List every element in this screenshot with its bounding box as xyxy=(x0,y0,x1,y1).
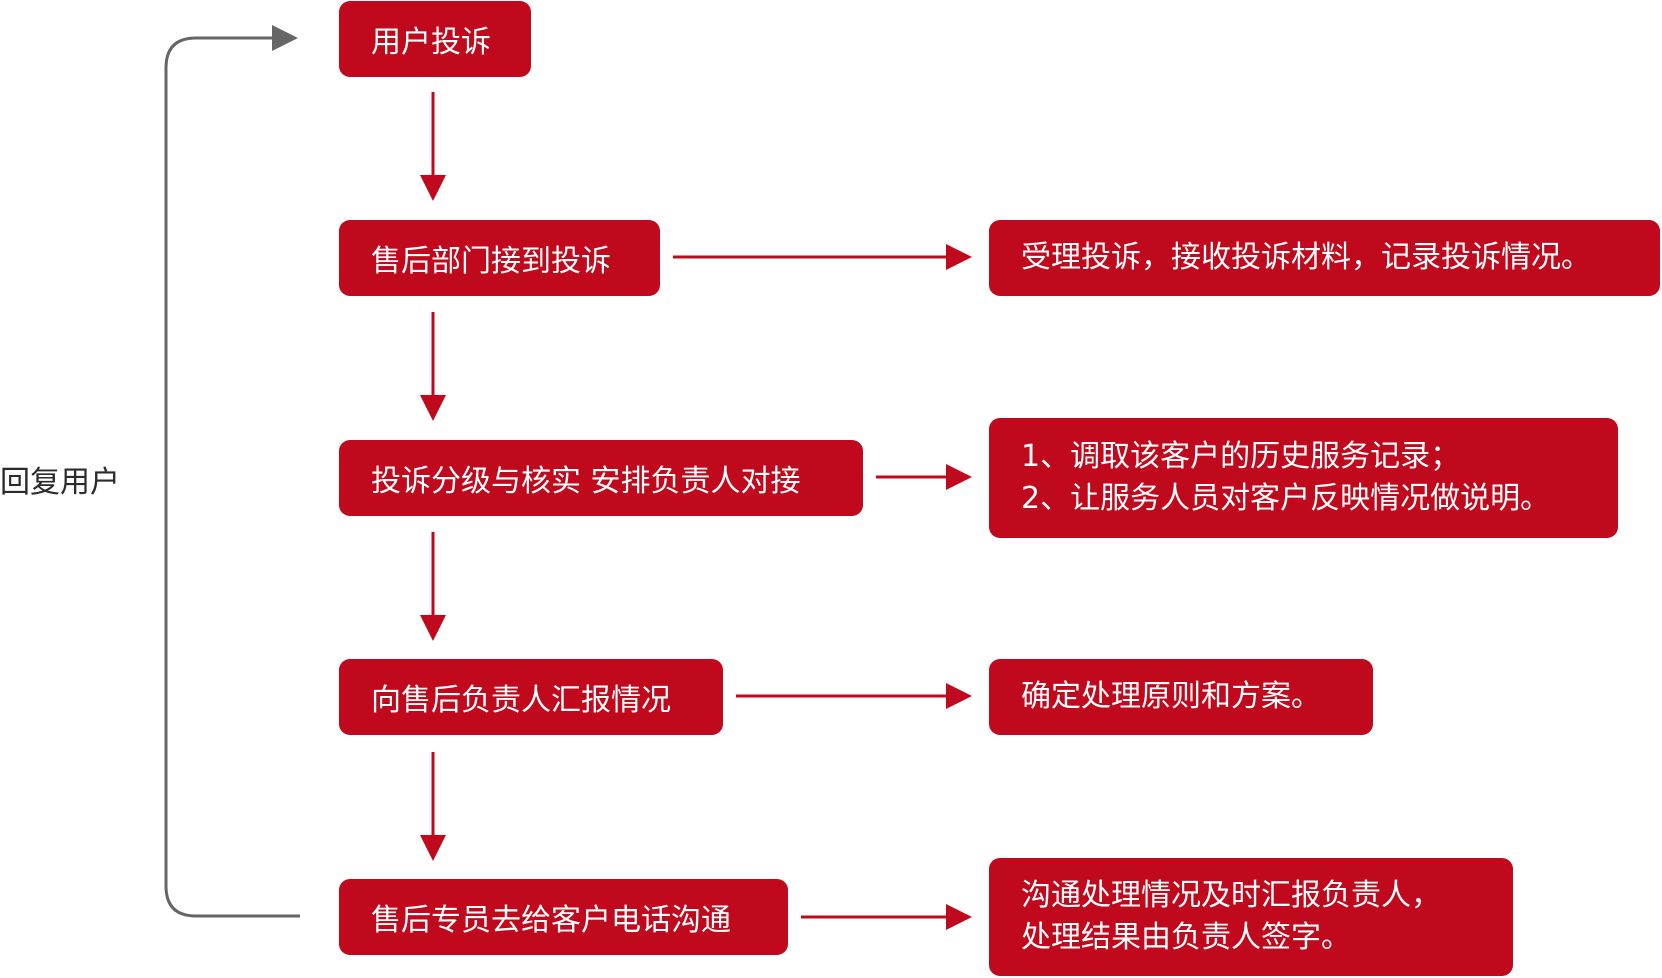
step-label: 投诉分级与核实 安排负责人对接 xyxy=(371,464,801,499)
step-label: 向售后负责人汇报情况 xyxy=(371,683,671,718)
step-user-complaint: 用户投诉 xyxy=(339,1,531,77)
note-accept-complaint: 受理投诉，接收投诉材料，记录投诉情况。 xyxy=(989,220,1660,296)
right-arrow-3 xyxy=(736,683,972,709)
note-review-records: 1、调取该客户的历史服务记录； 2、让服务人员对客户反映情况做说明。 xyxy=(989,418,1618,538)
down-arrow-2 xyxy=(420,312,446,421)
note-line: 处理结果由负责人签字。 xyxy=(1021,920,1351,955)
step-classify-verify: 投诉分级与核实 安排负责人对接 xyxy=(339,440,863,516)
note-report-sign: 沟通处理情况及时汇报负责人， 处理结果由负责人签字。 xyxy=(989,858,1513,976)
note-decide-plan: 确定处理原则和方案。 xyxy=(989,659,1373,735)
note-line: 确定处理原则和方案。 xyxy=(1021,679,1321,714)
right-arrow-2 xyxy=(876,464,972,490)
step-label: 用户投诉 xyxy=(371,25,491,60)
step-report-manager: 向售后负责人汇报情况 xyxy=(339,659,723,735)
step-phone-customer: 售后专员去给客户电话沟通 xyxy=(339,879,788,955)
loop-label: 回复用户 xyxy=(0,465,120,500)
down-arrow-4 xyxy=(420,752,446,861)
note-line: 2、让服务人员对客户反映情况做说明。 xyxy=(1021,481,1551,516)
step-label: 售后部门接到投诉 xyxy=(371,244,611,279)
right-arrow-4 xyxy=(801,904,972,930)
down-arrow-3 xyxy=(420,532,446,641)
note-line: 受理投诉，接收投诉材料，记录投诉情况。 xyxy=(1021,240,1591,275)
note-line: 1、调取该客户的历史服务记录； xyxy=(1021,439,1461,474)
step-label: 售后专员去给客户电话沟通 xyxy=(371,903,731,938)
down-arrow-1 xyxy=(420,92,446,201)
note-line: 沟通处理情况及时汇报负责人， xyxy=(1021,878,1441,913)
loop-back-arrow xyxy=(164,25,300,918)
step-after-sales-receive: 售后部门接到投诉 xyxy=(339,220,660,296)
right-arrow-1 xyxy=(673,244,972,270)
